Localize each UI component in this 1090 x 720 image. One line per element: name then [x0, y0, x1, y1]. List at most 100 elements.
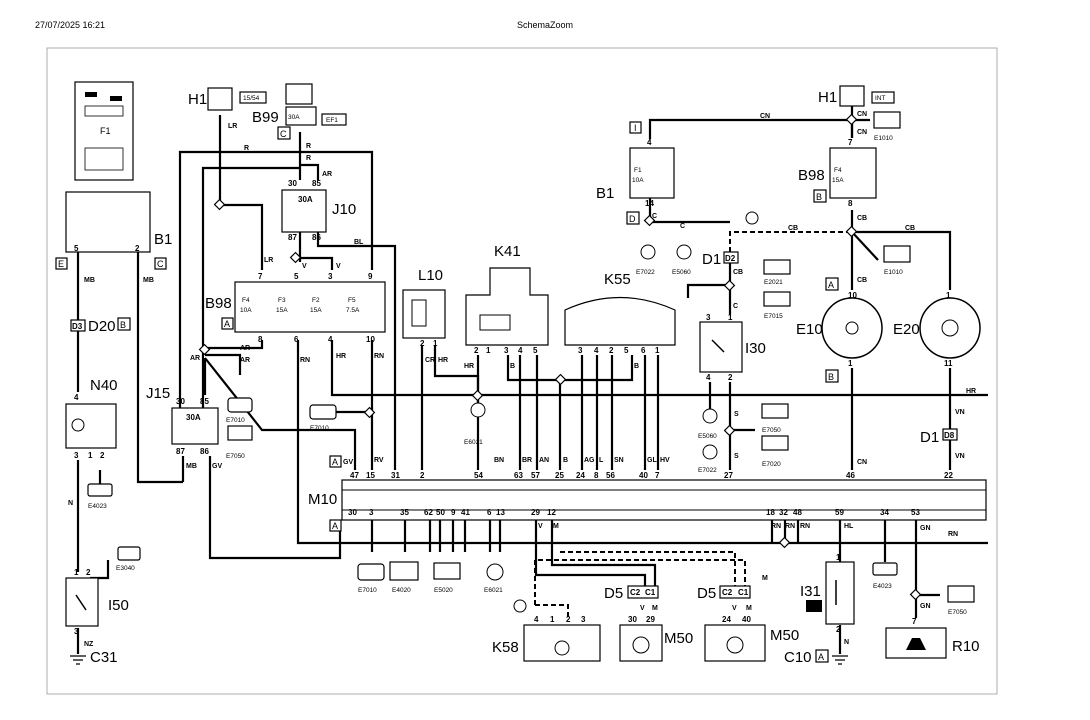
- i50-label: I50: [108, 597, 129, 614]
- code-label: E4023: [873, 583, 892, 590]
- speedo-icon: [676, 244, 692, 260]
- wire-label: LR: [228, 123, 237, 130]
- box-label: D: [629, 214, 636, 224]
- d20-connector: [70, 319, 86, 332]
- wire-label: CB: [788, 225, 798, 232]
- gauge-icon: [845, 321, 859, 335]
- pin: 7: [258, 272, 263, 281]
- pin: 27: [724, 471, 733, 480]
- wire-label: R: [306, 155, 311, 162]
- fuse-value: 10A: [240, 307, 252, 314]
- wire-label: V: [640, 605, 645, 612]
- fuse-label: F1: [634, 167, 642, 174]
- pin: 10: [366, 335, 375, 344]
- diagram-frame: [46, 47, 998, 695]
- pin: 4: [594, 346, 599, 355]
- e10-gauge: [821, 297, 883, 359]
- switch-icon: [75, 594, 87, 611]
- sensor-icon: [411, 299, 427, 327]
- k58-label: K58: [492, 639, 519, 656]
- d1-top-label: D1: [702, 251, 721, 268]
- battery-icon: [883, 245, 911, 263]
- box-label: B: [120, 320, 126, 330]
- fuel-icon: [227, 425, 253, 441]
- fuse-value: 15A: [832, 177, 844, 184]
- pin: 2: [86, 568, 91, 577]
- gauge-icon: [761, 435, 789, 451]
- pin: 53: [911, 508, 920, 517]
- pin: 29: [646, 615, 655, 624]
- box-label: A: [224, 319, 230, 329]
- code-label: E7022: [636, 269, 655, 276]
- j10-relay-box: [281, 189, 327, 233]
- pin: D8: [944, 431, 955, 440]
- pin: 48: [793, 508, 802, 517]
- f1-label: F1: [100, 126, 111, 136]
- r10-label: R10: [952, 638, 980, 655]
- pin: 5: [624, 346, 629, 355]
- box-label: A: [332, 521, 338, 531]
- wire-label: GN: [920, 525, 931, 532]
- i30-switch-box: [699, 321, 743, 373]
- wire-label: HR: [464, 363, 474, 370]
- pin: 2: [420, 471, 425, 480]
- b1-right-fusebox: [629, 147, 675, 199]
- wire-label: GV: [343, 459, 353, 466]
- pin: 46: [846, 471, 855, 480]
- wire-label: CN: [857, 111, 867, 118]
- fuse-value: 15A: [310, 307, 322, 314]
- pin: 30: [176, 397, 185, 406]
- pin: 35: [400, 508, 409, 517]
- c10-label: C10: [784, 649, 812, 666]
- junctions: [198, 113, 922, 601]
- box-a: [825, 277, 839, 291]
- d1-mid-label: D1: [920, 429, 939, 446]
- pin: C2: [722, 588, 733, 597]
- code-label: E7022: [698, 467, 717, 474]
- box-label: C: [157, 259, 164, 269]
- pin: 2: [836, 625, 841, 634]
- gauge-icon: [632, 636, 650, 654]
- wire-label: CB: [857, 215, 867, 222]
- wire-label: CB: [733, 269, 743, 276]
- l10-box: [402, 289, 446, 339]
- pin: 56: [606, 471, 615, 480]
- pin: 50: [436, 508, 445, 517]
- box-label: 15/54: [243, 95, 260, 102]
- i30-label: I30: [745, 340, 766, 357]
- wire-label: MB: [143, 277, 154, 284]
- m10-connector-bar: [341, 479, 987, 521]
- pin: 1: [550, 615, 555, 624]
- pin: 14: [645, 199, 654, 208]
- pin: 1: [655, 346, 660, 355]
- i31-switch-box: [825, 561, 855, 625]
- pin: 24: [722, 615, 731, 624]
- m10-top-pins: 47 15 31 2 54 63 57 25 24 8 56 40 7 27 4…: [350, 471, 953, 480]
- wire-label: HR: [966, 388, 976, 395]
- wire-label: HR: [336, 353, 346, 360]
- code-label: E7050: [948, 609, 967, 616]
- pin: 1: [848, 359, 853, 368]
- pin: 22: [944, 471, 953, 480]
- wire-label: CR: [425, 357, 435, 364]
- box-d: [626, 211, 640, 225]
- j10-label: J10: [332, 201, 356, 218]
- wire-label: CN: [857, 459, 867, 466]
- pin: 3: [504, 346, 509, 355]
- pin: 3: [578, 346, 583, 355]
- pin: 6: [487, 508, 492, 517]
- pin: 2: [100, 451, 105, 460]
- wire-label: AR: [240, 345, 250, 352]
- d5b-connector: [719, 585, 751, 599]
- pin: 7: [655, 471, 660, 480]
- fuse-label: F3: [278, 297, 286, 304]
- wire-label: LR: [264, 257, 273, 264]
- door-icon: [117, 546, 141, 561]
- wire-label: CB: [905, 225, 915, 232]
- pin: 3: [581, 615, 586, 624]
- pin: 7: [848, 138, 853, 147]
- pin: 5: [294, 272, 299, 281]
- wire-label: M: [553, 523, 559, 530]
- pin: 6: [294, 335, 299, 344]
